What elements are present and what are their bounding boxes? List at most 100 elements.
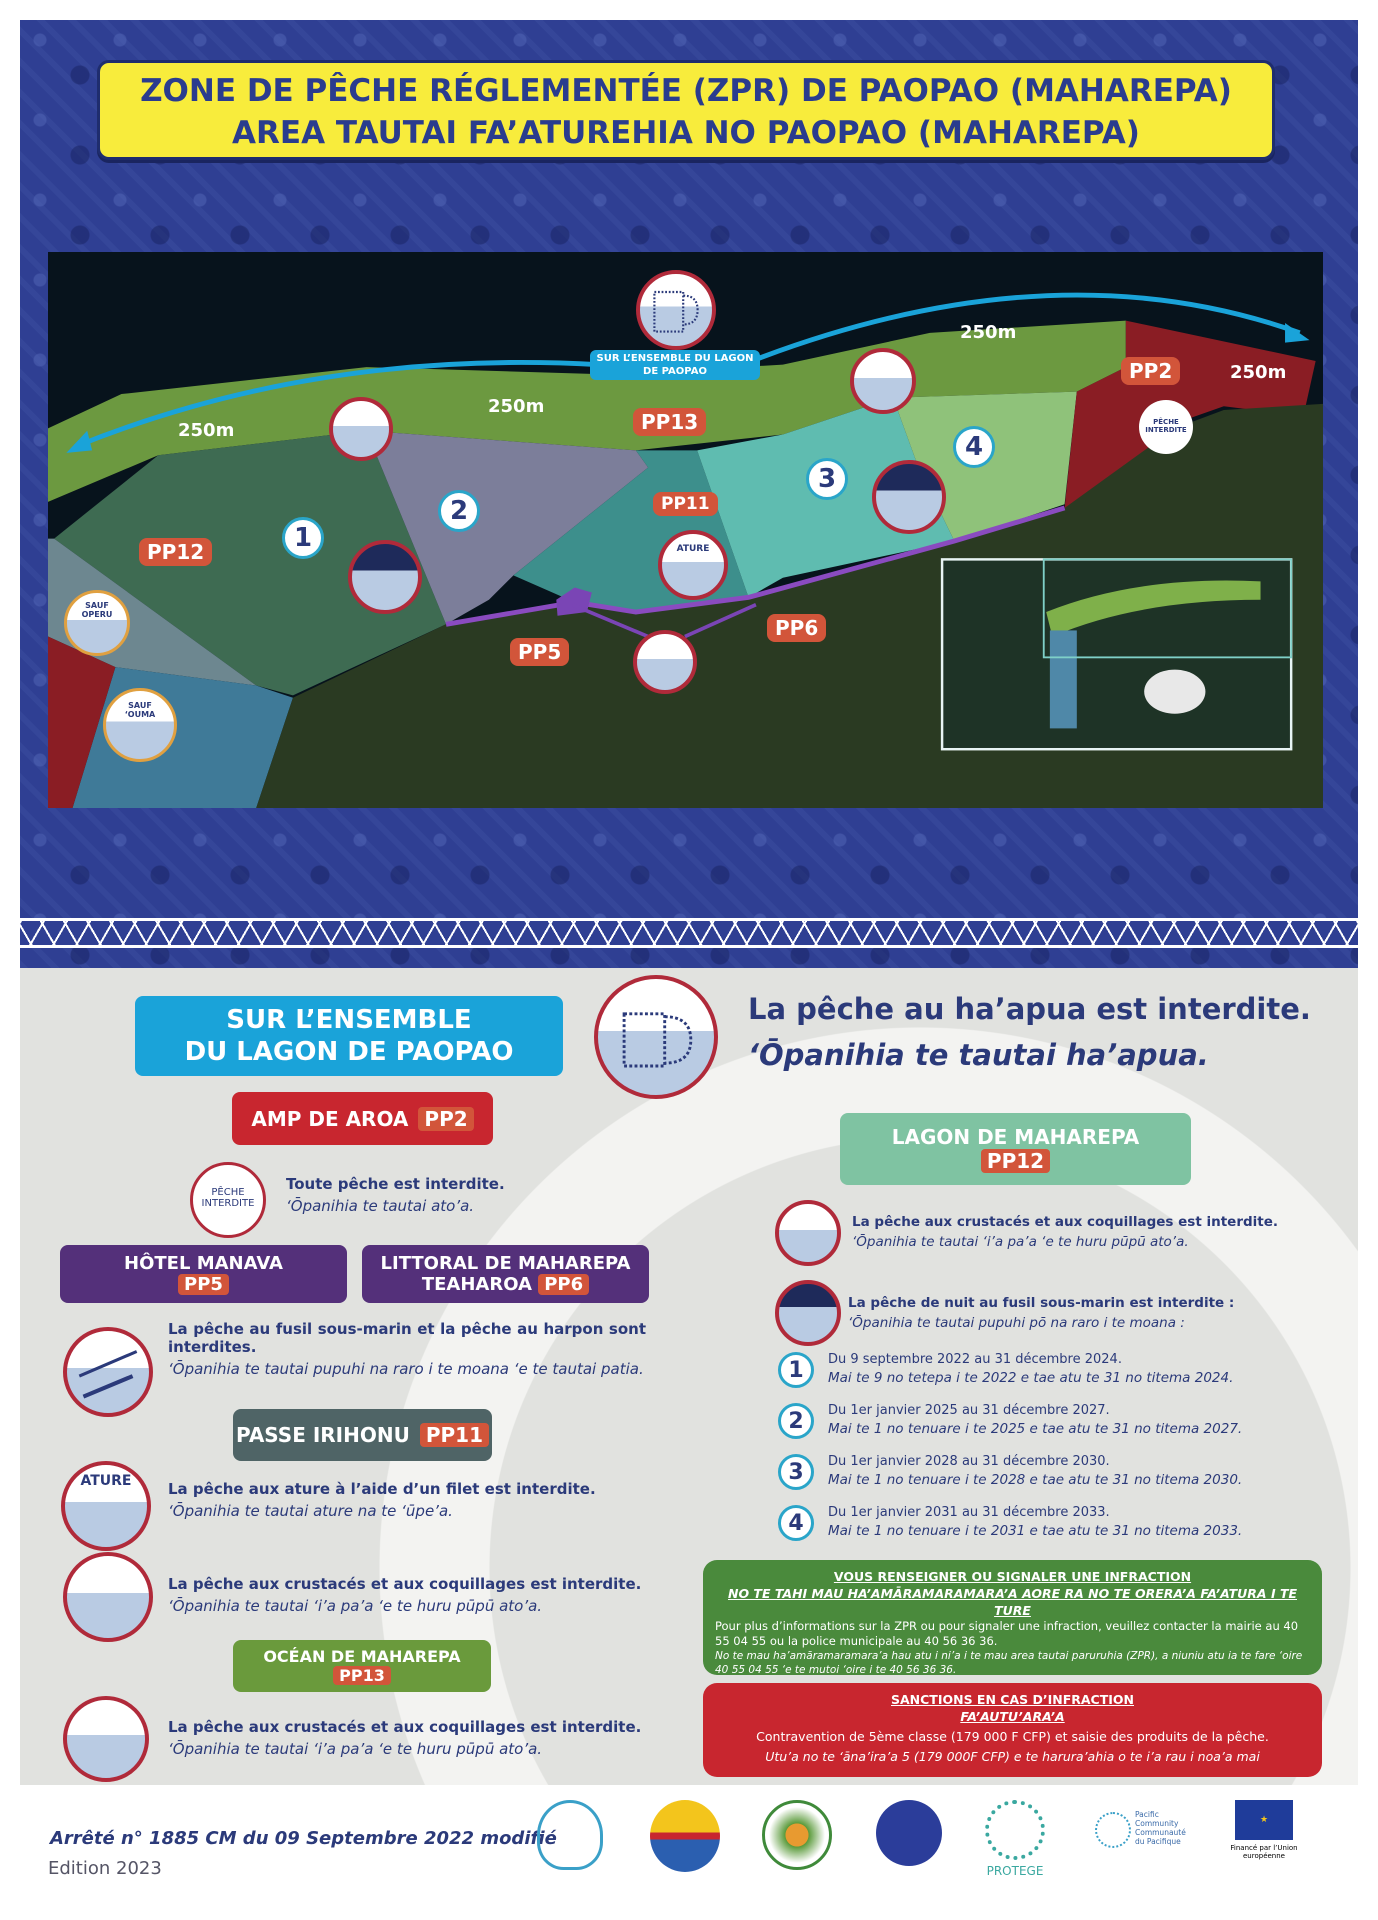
ature-label: ATURE bbox=[80, 1473, 132, 1489]
littoral-tag: PP6 bbox=[538, 1274, 590, 1295]
period-ta: Mai te 1 no tenuare i te 2031 e tae atu … bbox=[828, 1523, 1243, 1539]
map-number-4: 4 bbox=[953, 426, 995, 468]
rule-fr: Toute pêche est interdite. bbox=[286, 1175, 505, 1193]
rule-fr: La pêche aux ature à l’aide d’un filet e… bbox=[168, 1480, 596, 1498]
period-fr: Du 1er janvier 2028 au 31 décembre 2030. bbox=[828, 1454, 1110, 1469]
map-tag-pp11: PP11 bbox=[653, 492, 718, 516]
period-number: 3 bbox=[778, 1454, 814, 1490]
zone-1-pp12 bbox=[54, 430, 447, 696]
amp-tag: PP2 bbox=[418, 1106, 474, 1131]
distance-label: 250m bbox=[488, 396, 545, 417]
lagon-tag: PP12 bbox=[980, 1149, 1051, 1173]
info-box: VOUS RENSEIGNER OU SIGNALER UNE INFRACTI… bbox=[703, 1560, 1322, 1676]
ocean-label: OCÉAN DE MAHAREPA bbox=[263, 1647, 461, 1666]
rule-ta: ‘Ōpanihia te tautai ‘i’a pa’a ‘e te huru… bbox=[168, 1740, 543, 1758]
haapua-net-icon bbox=[636, 270, 716, 350]
ature-rule: La pêche aux ature à l’aide d’un filet e… bbox=[168, 1480, 596, 1520]
rule-fr: La pêche de nuit au fusil sous-marin est… bbox=[848, 1295, 1235, 1311]
rule-ta: ‘Ōpanihia te tautai ‘i’a pa’a ‘e te huru… bbox=[852, 1234, 1189, 1250]
zone-2 bbox=[366, 430, 649, 625]
crustacean-rule: La pêche aux crustacés et aux coquillage… bbox=[852, 1214, 1278, 1250]
spc-logo bbox=[1095, 1812, 1131, 1848]
period-item: 2 Du 1er janvier 2025 au 31 décembre 2027… bbox=[778, 1403, 1242, 1454]
lagoon-box: SUR L’ENSEMBLE DU LAGON DE PAOPAO bbox=[135, 996, 563, 1076]
fusil-rule: La pêche au fusil sous-marin et la pêche… bbox=[168, 1320, 646, 1378]
rule-ta: ‘Ōpanihia te tautai ato’a. bbox=[286, 1197, 475, 1215]
period-ta: Mai te 1 no tenuare i te 2025 e tae atu … bbox=[828, 1421, 1243, 1437]
lagoon-box-line1: SUR L’ENSEMBLE bbox=[226, 1005, 472, 1035]
period-fr: Du 1er janvier 2031 au 31 décembre 2033. bbox=[828, 1505, 1110, 1520]
lagon-label: LAGON DE MAHAREPA bbox=[891, 1125, 1140, 1149]
crustacean-rule: La pêche aux crustacés et aux coquillage… bbox=[168, 1575, 641, 1615]
inset-bay bbox=[1049, 630, 1077, 729]
map-number-1: 1 bbox=[282, 517, 324, 559]
period-item: 4 Du 1er janvier 2031 au 31 décembre 2033… bbox=[778, 1505, 1242, 1556]
sanctions-fr: Contravention de 5ème classe (179 000 F … bbox=[756, 1729, 1269, 1744]
littoral-label2: TEAHAROA bbox=[421, 1274, 532, 1295]
sauf-ouma-icon: SAUF ‘OUMA bbox=[103, 688, 177, 762]
spear-harpoon-icon bbox=[633, 630, 697, 694]
arrowhead-right bbox=[1285, 323, 1310, 343]
period-number: 2 bbox=[778, 1403, 814, 1439]
sanctions-ta: Utu’a no te ‘āna’ira’a 5 (179 000F CFP) … bbox=[765, 1749, 1260, 1764]
passe-label: PASSE IRIHONU bbox=[236, 1423, 410, 1447]
title-fr: ZONE DE PÊCHE RÉGLEMENTÉE (ZPR) DE PAOPA… bbox=[140, 73, 1232, 109]
period-item: 3 Du 1er janvier 2028 au 31 décembre 2030… bbox=[778, 1454, 1242, 1505]
info-ta: No te mau ha’amāramaramara’a hau atu i n… bbox=[715, 1650, 1303, 1676]
peche-interdite-icon: PÊCHE INTERDITE bbox=[1139, 400, 1193, 454]
lagoon-label: SUR L’ENSEMBLE DU LAGON DE PAOPAO bbox=[590, 350, 760, 380]
arrow-pp6 bbox=[684, 603, 757, 639]
sanctions-title: SANCTIONS EN CAS D’INFRACTION bbox=[891, 1692, 1134, 1707]
peche-interdite-icon: PÊCHE INTERDITE bbox=[190, 1162, 266, 1238]
ature-net-icon: ATURE bbox=[61, 1461, 151, 1551]
rule-ta: ‘Ōpanihia te tautai ‘i’a pa’a ‘e te huru… bbox=[168, 1597, 543, 1615]
tefenua-logo bbox=[876, 1800, 942, 1866]
spc-label: Pacific Community Communauté du Pacifiqu… bbox=[1135, 1810, 1186, 1846]
night-spearfishing-icon bbox=[348, 540, 422, 614]
distance-label: 250m bbox=[178, 420, 235, 441]
crab-shell-icon bbox=[329, 397, 393, 461]
protege-logo bbox=[985, 1800, 1045, 1860]
night-spearfishing-icon bbox=[872, 460, 946, 534]
rule-ta: ‘Ōpanihia te tautai pupuhi pō na raro i … bbox=[848, 1315, 1185, 1331]
map-number-2: 2 bbox=[438, 490, 480, 532]
page-title: ZONE DE PÊCHE RÉGLEMENTÉE (ZPR) DE PAOPA… bbox=[97, 60, 1275, 160]
edition-text: Edition 2023 bbox=[48, 1858, 162, 1879]
period-number: 4 bbox=[778, 1505, 814, 1541]
map-number-3: 3 bbox=[806, 458, 848, 500]
amp-label: AMP DE AROA bbox=[251, 1106, 409, 1131]
crab-shell-icon bbox=[63, 1552, 153, 1642]
period-fr: Du 1er janvier 2025 au 31 décembre 2027. bbox=[828, 1403, 1110, 1418]
inset-clouds bbox=[1144, 669, 1206, 714]
protege-label: PROTEGE bbox=[986, 1864, 1044, 1878]
ministry-logo bbox=[537, 1800, 603, 1870]
manava-tag: PP5 bbox=[178, 1274, 229, 1295]
crab-shell-icon bbox=[775, 1200, 841, 1266]
period-ta: Mai te 1 no tenuare i te 2028 e tae atu … bbox=[828, 1472, 1243, 1488]
info-subtitle: NO TE TAHI MAU HA’AMĀRAMARAMARA’A AORE R… bbox=[727, 1586, 1298, 1618]
map-tag-pp6: PP6 bbox=[767, 614, 827, 642]
decorative-band bbox=[20, 918, 1358, 948]
zone-map: SUR L’ENSEMBLE DU LAGON DE PAOPAO PP12 P… bbox=[48, 252, 1323, 808]
info-fr: Pour plus d’informations sur la ZPR ou p… bbox=[715, 1619, 1299, 1648]
rule-fr: La pêche aux crustacés et aux coquillage… bbox=[852, 1214, 1279, 1230]
sauf-operu-icon: SAUF OPERU bbox=[64, 590, 130, 656]
crab-shell-icon bbox=[63, 1696, 149, 1782]
arrow-right bbox=[747, 292, 1301, 365]
sanctions-box: SANCTIONS EN CAS D’INFRACTION FA’AUTU’AR… bbox=[703, 1683, 1322, 1777]
ocean-tag: PP13 bbox=[333, 1666, 391, 1685]
decree-text: Arrêté n° 1885 CM du 09 Septembre 2022 m… bbox=[50, 1828, 557, 1849]
period-ta: Mai te 9 no tetepa i te 2022 e tae atu t… bbox=[828, 1370, 1234, 1386]
eu-label: Financé par l’Union européenne bbox=[1230, 1844, 1298, 1860]
info-title: VOUS RENSEIGNER OU SIGNALER UNE INFRACTI… bbox=[833, 1569, 1192, 1584]
rule-ta: ‘Ōpanihia te tautai pupuhi na raro i te … bbox=[168, 1360, 644, 1378]
distance-label: 250m bbox=[1230, 362, 1287, 383]
lagoon-box-line2: DU LAGON DE PAOPAO bbox=[184, 1037, 514, 1067]
amp-aroa-box: AMP DE AROA PP2 bbox=[232, 1092, 493, 1145]
map-tag-pp13: PP13 bbox=[633, 408, 707, 436]
